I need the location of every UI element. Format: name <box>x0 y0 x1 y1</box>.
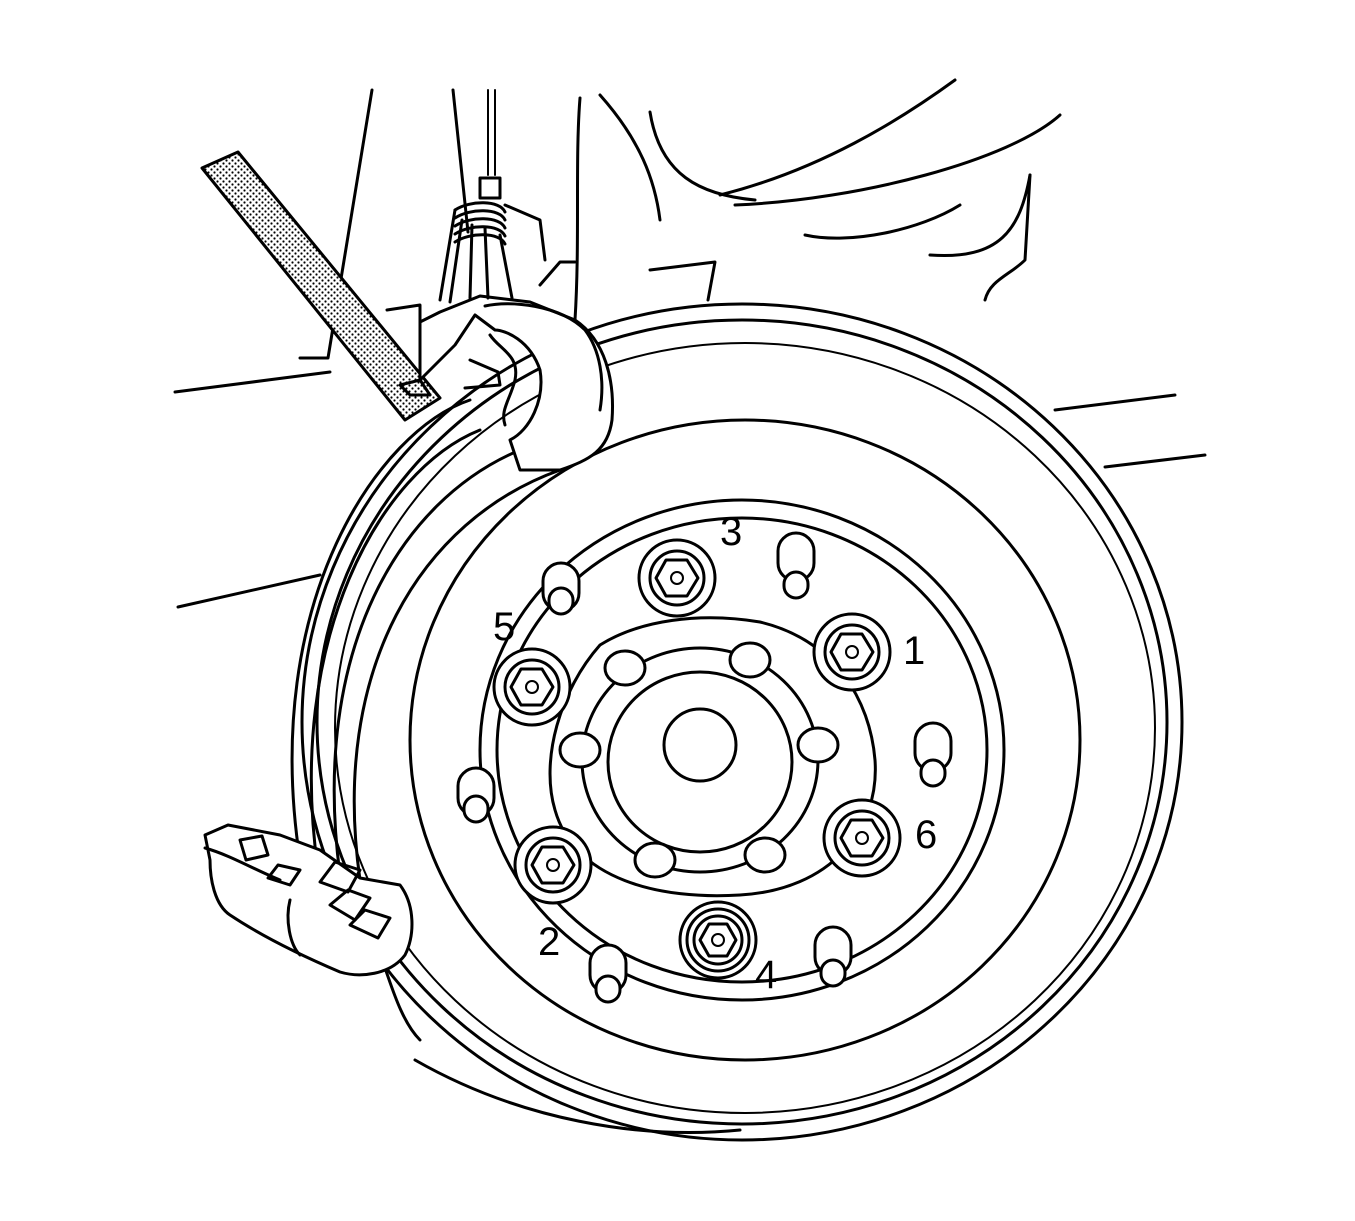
wheel-stud <box>813 925 853 988</box>
wheel-stud <box>541 561 581 616</box>
sequence-label-2: 2 <box>538 920 560 964</box>
lug-nut-1 <box>812 612 892 692</box>
lug-nut-5 <box>492 647 572 727</box>
wheel-studs <box>456 531 953 1004</box>
sequence-label-4: 4 <box>755 953 777 997</box>
wheel-stud <box>588 943 628 1004</box>
brake-rotor <box>300 302 1184 1142</box>
lug-nuts <box>492 538 902 980</box>
wheel-speed-sensor-cable <box>438 89 547 304</box>
lug-nut-2 <box>513 825 593 905</box>
sequence-label-6: 6 <box>915 813 937 857</box>
wheel-stud <box>913 721 953 788</box>
brake-clip <box>203 823 414 977</box>
wheel-stud <box>456 766 496 824</box>
caliper-bracket <box>398 294 614 472</box>
lug-nut-4 <box>678 900 758 980</box>
sequence-label-5: 5 <box>493 605 515 649</box>
tightening-sequence-labels: 1 2 3 4 5 6 <box>493 510 937 997</box>
lug-nut-6 <box>822 798 902 878</box>
sequence-label-1: 1 <box>903 629 925 673</box>
wheel-stud <box>776 531 816 600</box>
sequence-label-3: 3 <box>720 510 742 554</box>
lug-nut-3 <box>637 538 717 618</box>
dust-shield <box>290 398 742 1134</box>
tool-handle <box>200 150 442 422</box>
vehicle-frame-background <box>173 78 1207 609</box>
